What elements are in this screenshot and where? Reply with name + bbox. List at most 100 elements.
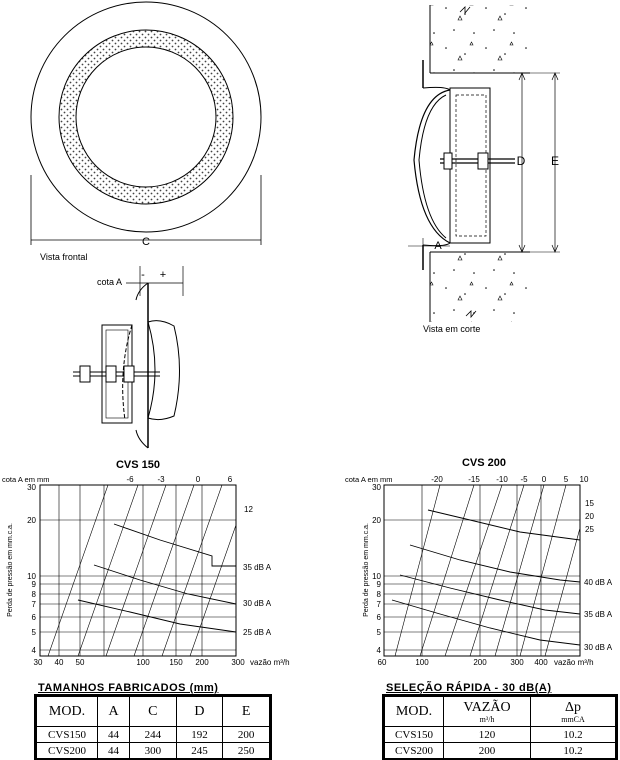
sizes-header-d: D: [175, 696, 224, 727]
chart-cvs200-y-tick: 30: [372, 483, 381, 492]
chart-cvs200-x-tick: 200: [473, 658, 487, 667]
selection-cell: 200: [443, 742, 531, 759]
chart-cvs150-right-label: 25 dB A: [243, 628, 272, 637]
chart-cvs200-top-tick: -15: [468, 475, 480, 484]
selection-header-vazao: VAZÃO m³/h: [443, 696, 531, 727]
chart-cvs200-top-tick: 10: [580, 475, 589, 484]
selection-cell: 10.2: [530, 742, 616, 759]
chart-cvs150-y-tick: 8: [32, 590, 37, 599]
sizes-header-c: C: [129, 696, 177, 727]
sizes-cell: 44: [97, 726, 130, 743]
chart-cvs150-right-label: 35 dB A: [243, 563, 272, 572]
chart-cvs150-x-tick: 150: [169, 658, 183, 667]
table-row: CVS200 44 300 245 250: [36, 742, 270, 759]
sizes-cell: 245: [175, 742, 224, 759]
dim-label-c: C: [142, 236, 150, 248]
selection-table-title: SELEÇÃO RÁPIDA - 30 dB(A): [386, 682, 552, 694]
chart-cvs150-x-tick: 40: [55, 658, 64, 667]
chart-cvs200: CVS 200 cota A em mm 30 20 10 9 8 7: [345, 457, 613, 667]
chart-cvs200-y-label: Perda de pressão em mm.c.a.: [363, 523, 370, 617]
chart-cvs200-x-tick: 300: [510, 658, 524, 667]
chart-cvs200-top-axis-label: cota A em mm: [345, 475, 393, 484]
detail-plus: +: [160, 269, 166, 281]
front-inner-opening: [75, 46, 217, 188]
chart-cvs200-y-tick: 10: [372, 572, 381, 581]
chart-cvs200-y-tick: 9: [377, 580, 382, 589]
chart-cvs200-top-tick: -5: [520, 475, 528, 484]
chart-cvs200-right-label: 30 dB A: [584, 643, 613, 652]
chart-cvs150-grid: [39, 484, 237, 657]
table-row: CVS150 44 244 192 200: [36, 726, 270, 743]
sizes-cell: CVS150: [36, 726, 98, 743]
chart-cvs200-top-tick: 0: [542, 475, 547, 484]
chart-cvs200-right-label: 20: [585, 512, 594, 521]
chart-cvs150-y-tick: 6: [32, 613, 37, 622]
chart-cvs150-top-axis-label: cota A em mm: [2, 475, 50, 484]
chart-cvs150-x-tick: 200: [195, 658, 209, 667]
chart-cvs150-y-tick: 9: [32, 580, 37, 589]
detail-cota-label: cota A: [97, 277, 122, 287]
detail-minus: -: [141, 269, 145, 281]
chart-cvs200-y-tick: 4: [377, 646, 382, 655]
chart-cvs150-right-label: 12: [244, 505, 253, 514]
chart-cvs150-y-tick: 20: [27, 516, 36, 525]
chart-cvs200-top-tick: 5: [564, 475, 569, 484]
chart-cvs200-y-tick: 8: [377, 590, 382, 599]
chart-cvs150-y-tick: 30: [27, 483, 36, 492]
selection-header-mod: MOD.: [384, 696, 444, 727]
chart-cvs150-top-tick: 0: [196, 475, 201, 484]
chart-cvs150-x-tick: 30: [34, 658, 43, 667]
detail-view: [73, 266, 184, 449]
chart-cvs200-right-label: 15: [585, 499, 594, 508]
chart-cvs200-y-tick: 7: [377, 600, 382, 609]
selection-cell: 120: [443, 726, 531, 743]
chart-cvs200-y-tick: 5: [377, 628, 382, 637]
chart-cvs150-y-tick: 5: [32, 628, 37, 637]
chart-cvs200-right-label: 35 dB A: [584, 610, 613, 619]
chart-cvs150-title: CVS 150: [116, 459, 160, 471]
chart-cvs200-x-tick: 100: [415, 658, 429, 667]
chart-cvs200-y-tick: 20: [372, 516, 381, 525]
chart-cvs150-top-tick: 6: [228, 475, 233, 484]
chart-cvs200-grid: [383, 484, 581, 657]
selection-header-dp: Δp mmCA: [530, 696, 616, 727]
chart-cvs200-top-tick: -20: [431, 475, 443, 484]
dim-label-d: D: [517, 154, 526, 168]
chart-cvs150-y-tick: 4: [32, 646, 37, 655]
chart-cvs150-top-tick: -3: [157, 475, 165, 484]
chart-cvs200-x-tick: 60: [378, 658, 387, 667]
chart-cvs200-right-label: 25: [585, 525, 594, 534]
sizes-cell: 200: [222, 726, 270, 743]
sizes-cell: 244: [129, 726, 177, 743]
sizes-table-title: TAMANHOS FABRICADOS (mm): [38, 682, 219, 694]
sizes-header-a: A: [97, 696, 130, 727]
section-view: [408, 5, 560, 322]
chart-cvs150-x-label: vazão m³/h: [250, 658, 290, 667]
dim-label-a: A: [434, 240, 442, 252]
selection-header-vazao-unit: m³/h: [479, 714, 495, 724]
chart-cvs150-y-tick: 7: [32, 600, 37, 609]
chart-cvs200-right-label: 40 dB A: [584, 578, 613, 587]
selection-table: MOD. VAZÃO m³/h Δp mmCA CVS150 120 10.2 …: [382, 694, 618, 760]
selection-header-dp-label: Δp: [564, 699, 581, 715]
sizes-table: MOD. A C D E CVS150 44 244 192 200 CVS20…: [34, 694, 272, 760]
selection-cell: CVS200: [384, 742, 444, 759]
selection-cell: CVS150: [384, 726, 444, 743]
chart-cvs150-y-label: Perda de pressão em mm.c.a.: [7, 523, 14, 617]
section-view-caption: Vista em corte: [423, 324, 480, 334]
sizes-cell: 44: [97, 742, 130, 759]
chart-cvs200-title: CVS 200: [462, 457, 506, 469]
sizes-cell: 250: [222, 742, 270, 759]
chart-cvs150-top-tick: -6: [126, 475, 134, 484]
sizes-header-e: E: [222, 696, 270, 727]
selection-header-vazao-label: VAZÃO: [463, 699, 511, 715]
front-view: [30, 1, 262, 245]
table-row: CVS150 120 10.2: [384, 726, 616, 743]
sizes-cell: CVS200: [36, 742, 98, 759]
sizes-cell: 192: [175, 726, 224, 743]
chart-cvs150-x-tick: 300: [231, 658, 245, 667]
chart-cvs150-y-tick: 10: [27, 572, 36, 581]
chart-cvs200-x-label: vazão m³/h: [554, 658, 594, 667]
table-row: CVS200 200 10.2: [384, 742, 616, 759]
chart-cvs150-x-tick: 50: [76, 658, 85, 667]
